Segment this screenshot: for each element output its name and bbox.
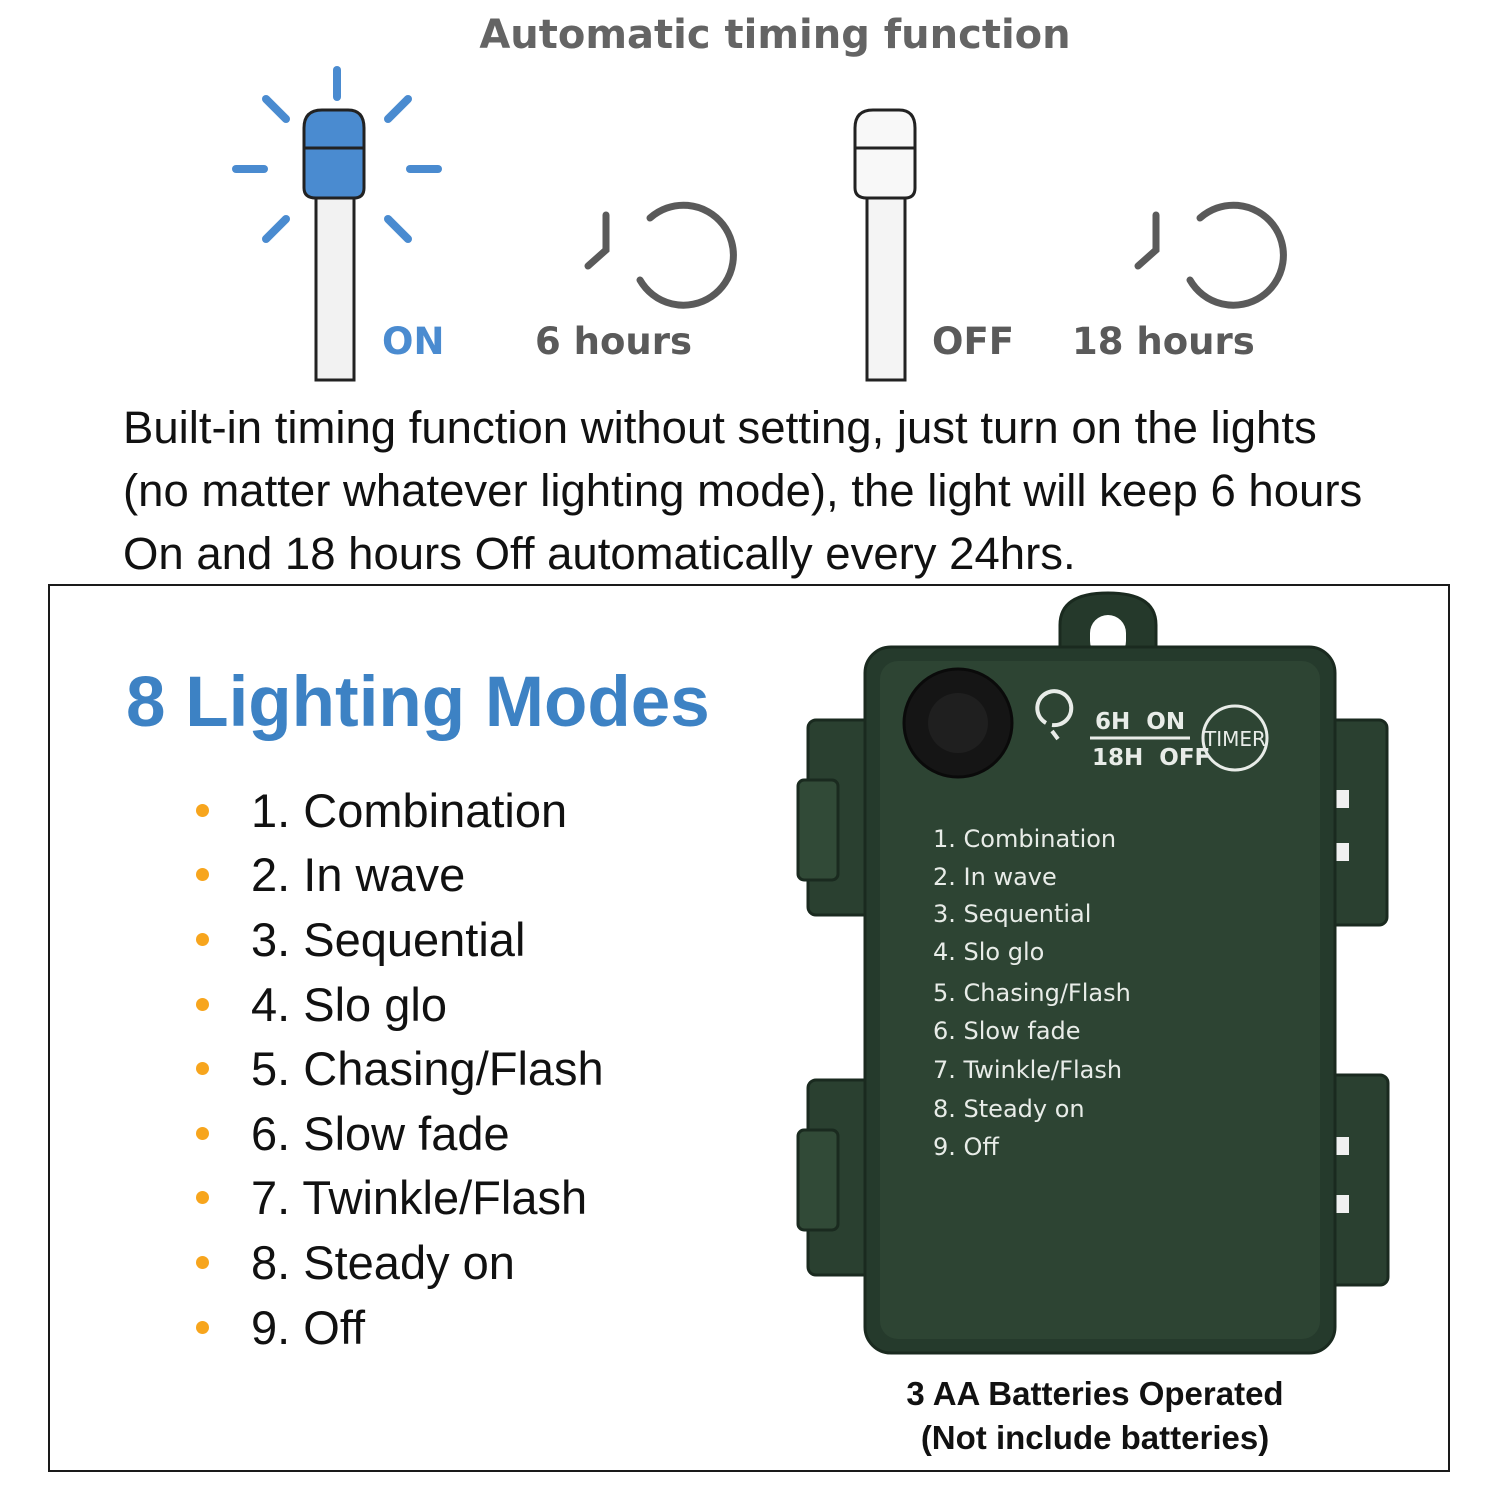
printed-mode: 8. Steady on	[933, 1095, 1085, 1123]
light-off-icon	[853, 108, 917, 382]
timing-description: Built-in timing function without setting…	[123, 396, 1463, 585]
list-item: 4. Slo glo	[190, 972, 604, 1037]
clock-icon	[1134, 201, 1287, 309]
timer-button-label: TIMER	[1203, 727, 1266, 751]
bullet-icon	[196, 1320, 209, 1334]
printed-mode: 4. Slo glo	[933, 938, 1044, 966]
printed-mode-list: 1. Combination 2. In wave 3. Sequential …	[933, 825, 1131, 1161]
modes-title: 8 Lighting Modes	[126, 663, 710, 742]
page-title: Automatic timing function	[479, 12, 1071, 58]
modes-list: 1. Combination 2. In wave 3. Sequential …	[190, 778, 604, 1359]
bullet-icon	[196, 997, 209, 1011]
description-line: On and 18 hours Off automatically every …	[123, 528, 1076, 579]
on-label: ON	[382, 320, 445, 363]
bullet-icon	[196, 1191, 209, 1205]
list-item: 3. Sequential	[190, 907, 604, 972]
battery-note-line: 3 AA Batteries Operated	[906, 1375, 1284, 1412]
off-label: OFF	[932, 320, 1015, 363]
list-item: 8. Steady on	[190, 1230, 604, 1295]
printed-mode: 1. Combination	[933, 825, 1116, 853]
bullet-icon	[196, 868, 209, 882]
battery-note-line: (Not include batteries)	[920, 1419, 1270, 1456]
bullet-icon	[196, 1126, 209, 1140]
printed-mode: 3. Sequential	[933, 900, 1091, 928]
modes-panel	[48, 584, 1450, 1472]
bullet-icon	[196, 1062, 209, 1076]
list-item: 7. Twinkle/Flash	[190, 1166, 604, 1231]
bullet-icon	[196, 932, 209, 946]
list-item: 6. Slow fade	[190, 1101, 604, 1166]
printed-mode: 2. In wave	[933, 863, 1057, 891]
printed-mode: 7. Twinkle/Flash	[933, 1056, 1122, 1084]
battery-box-image: TIMER 6H ON 18H OFF 1. Combination 2. In…	[796, 591, 1390, 1355]
list-item: 2. In wave	[190, 843, 604, 908]
bullet-icon	[196, 803, 209, 817]
list-item: 9. Off	[190, 1295, 604, 1360]
timer-on-label: 6H ON	[1095, 709, 1185, 735]
timer-off-label: 18H OFF	[1092, 745, 1210, 771]
timing-illustration	[232, 66, 1287, 382]
description-line: (no matter whatever lighting mode), the …	[123, 465, 1363, 516]
description-line: Built-in timing function without setting…	[123, 402, 1317, 453]
printed-mode: 9. Off	[933, 1133, 999, 1161]
bullet-icon	[196, 1255, 209, 1269]
printed-mode: 6. Slow fade	[933, 1017, 1081, 1045]
list-item: 5. Chasing/Flash	[190, 1036, 604, 1101]
light-on-icon	[232, 66, 442, 382]
timer-icon	[1035, 689, 1074, 741]
on-duration-label: 6 hours	[535, 320, 692, 363]
off-duration-label: 18 hours	[1072, 320, 1255, 363]
printed-mode: 5. Chasing/Flash	[933, 979, 1131, 1007]
battery-note: 3 AA Batteries Operated (Not include bat…	[850, 1372, 1340, 1460]
clock-icon	[584, 201, 737, 309]
list-item: 1. Combination	[190, 778, 604, 843]
